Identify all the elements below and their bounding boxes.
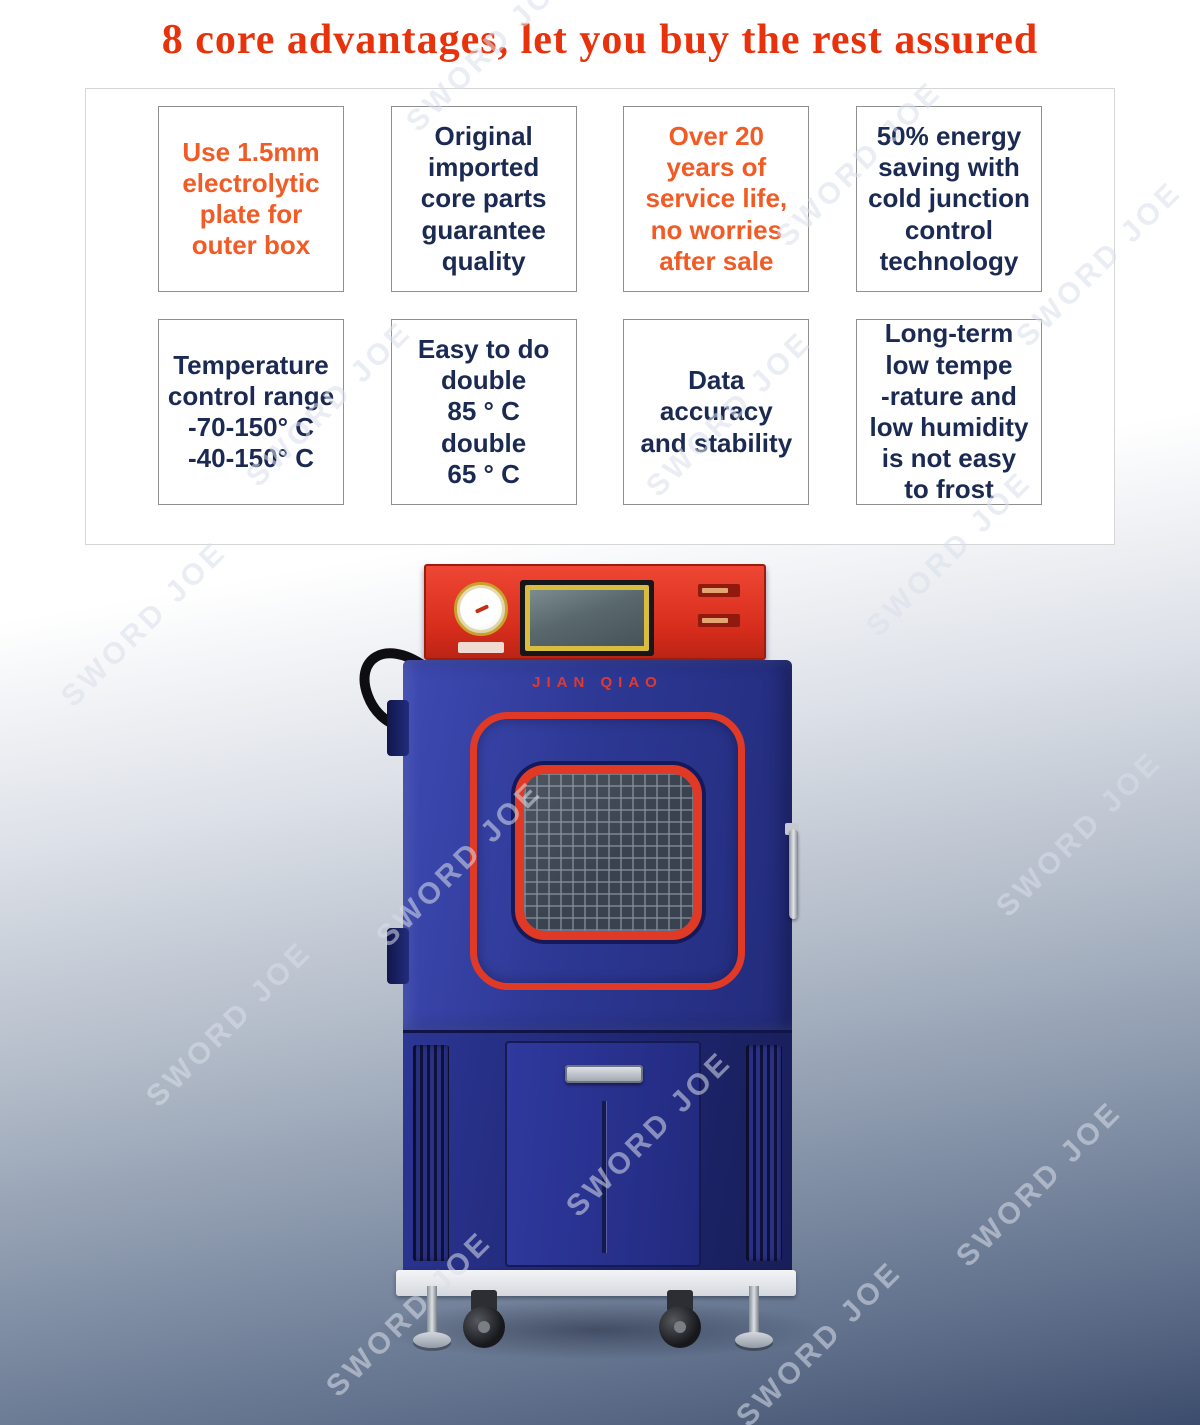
window-glass	[524, 774, 693, 931]
viewing-window	[515, 765, 702, 940]
advantages-panel: Use 1.5mm electrolytic plate for outer b…	[85, 88, 1115, 545]
base-plate	[396, 1270, 796, 1296]
vent-grille-right	[746, 1045, 782, 1261]
door-handle	[785, 823, 801, 919]
drawer-panel	[505, 1041, 701, 1267]
advantage-text-8: Long-term low tempe -rature and low humi…	[869, 318, 1029, 505]
screen-glass	[530, 590, 644, 646]
caster-hub	[478, 1321, 490, 1333]
advantage-box-6: Easy to do double 85 ° C double 65 ° C	[390, 319, 577, 505]
advantages-row-2: Temperature control range -70-150° C -40…	[86, 318, 1114, 505]
chamber-body: JIAN QIAO	[387, 660, 799, 1030]
hinge-icon	[387, 700, 409, 756]
gauge-label	[458, 642, 504, 653]
control-panel	[424, 564, 766, 660]
screen-frame	[525, 585, 649, 651]
advantage-box-8: Long-term low tempe -rature and low humi…	[855, 318, 1042, 505]
drawer-handle-icon	[565, 1065, 643, 1083]
caster-wheel-right	[656, 1290, 704, 1352]
drawer-seam	[602, 1101, 606, 1253]
advantage-text-2: Original imported core parts guarantee q…	[420, 121, 547, 276]
page-title: 8 core advantages, let you buy the rest …	[161, 17, 1039, 63]
display-screen	[520, 580, 654, 656]
caster-wheel-left	[460, 1290, 508, 1352]
watermark-text: SWORD JOE	[950, 1094, 1129, 1274]
foot-stem	[749, 1286, 759, 1336]
advantage-box-3: Over 20 years of service life, no worrie…	[623, 106, 810, 292]
advantage-box-4: 50% energy saving with cold junction con…	[855, 106, 1042, 292]
watermark-text: SWORD JOE	[55, 534, 234, 714]
foot-pad	[735, 1332, 773, 1348]
handle-bar	[789, 829, 798, 919]
advantage-box-7: Data accuracy and stability	[623, 319, 810, 505]
pressure-gauge-icon	[454, 582, 508, 636]
leveling-foot-left	[412, 1286, 452, 1372]
advantage-box-5: Temperature control range -70-150° C -40…	[158, 319, 344, 505]
advantage-text-5: Temperature control range -70-150° C -40…	[167, 349, 335, 474]
advantage-text-3: Over 20 years of service life, no worrie…	[645, 121, 788, 276]
panel-label-bottom	[698, 614, 740, 627]
hinge-icon	[387, 928, 409, 984]
foot-stem	[427, 1286, 437, 1336]
foot-pad	[413, 1332, 451, 1348]
chamber-door-seal	[470, 712, 745, 990]
lower-cabinet	[403, 1030, 792, 1272]
advantage-text-7: Data accuracy and stability	[640, 365, 793, 458]
advantage-text-4: 50% energy saving with cold junction con…	[868, 121, 1030, 276]
watermark-text: SWORD JOE	[990, 744, 1169, 924]
vent-grille-left	[413, 1045, 449, 1261]
advantage-text-6: Easy to do double 85 ° C double 65 ° C	[417, 334, 550, 489]
advantage-box-1: Use 1.5mm electrolytic plate for outer b…	[158, 106, 344, 292]
advantage-box-2: Original imported core parts guarantee q…	[390, 106, 577, 292]
test-chamber-machine: JIAN QIAO	[359, 558, 828, 1372]
cable-hose	[346, 636, 429, 732]
brand-label: JIAN QIAO	[532, 674, 663, 691]
watermark-text: SWORD JOE	[140, 934, 319, 1114]
advantages-row-1: Use 1.5mm electrolytic plate for outer b…	[86, 106, 1114, 292]
caster-hub	[674, 1321, 686, 1333]
leveling-foot-right	[734, 1286, 774, 1372]
advantage-text-1: Use 1.5mm electrolytic plate for outer b…	[182, 136, 320, 261]
panel-label-top	[698, 584, 740, 597]
